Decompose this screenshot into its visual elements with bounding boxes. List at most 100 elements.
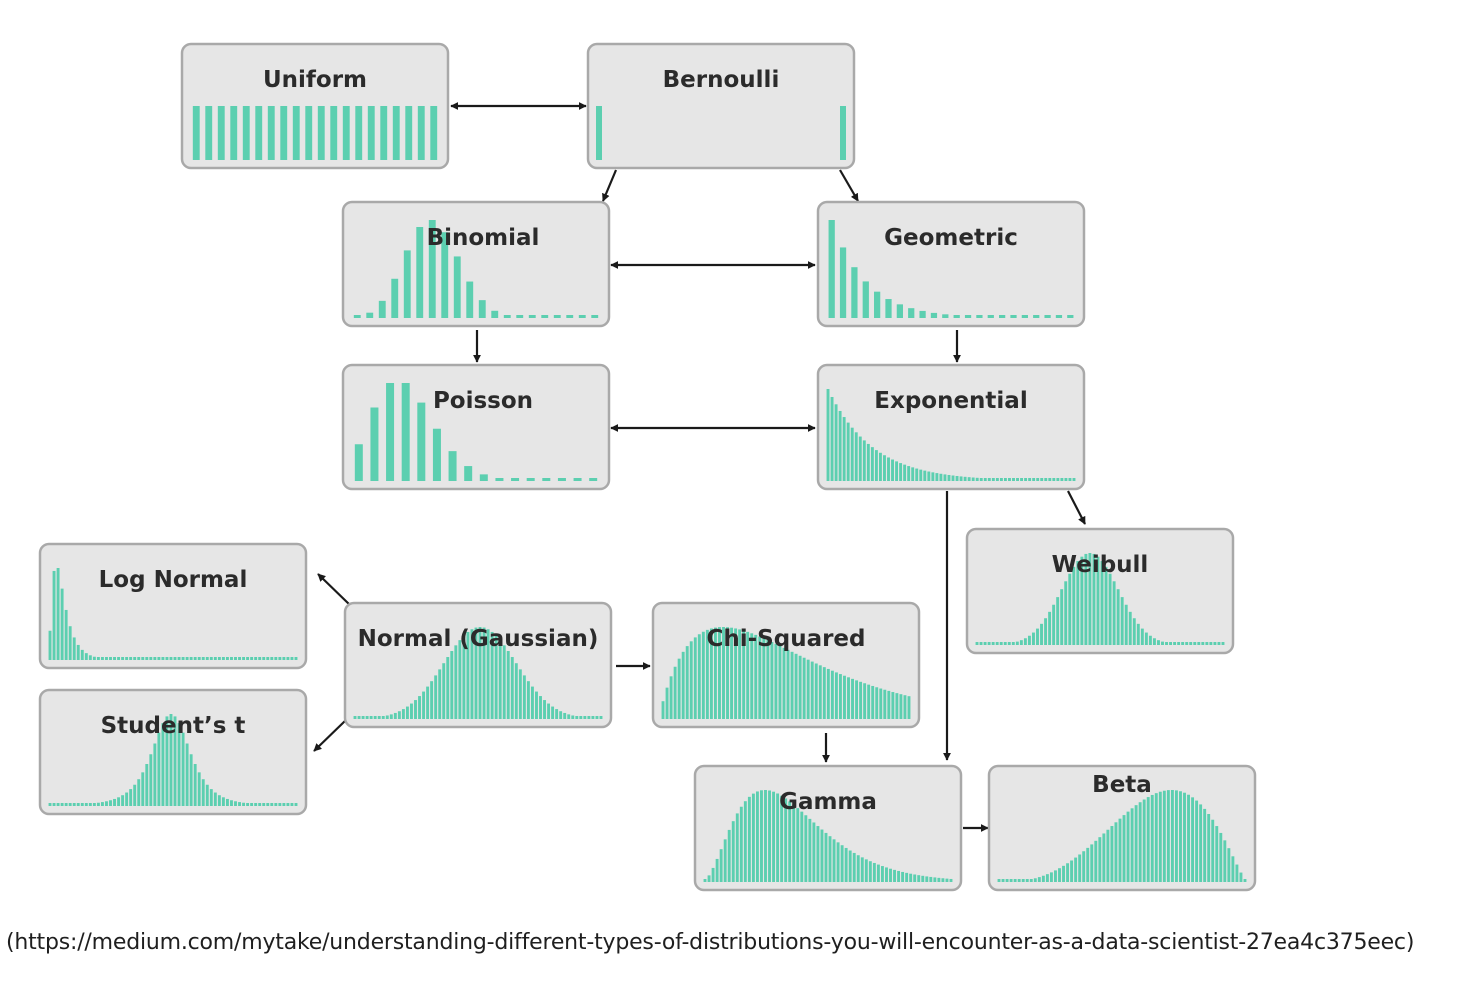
bar (185, 743, 189, 806)
bar (48, 630, 52, 660)
bar (213, 657, 217, 660)
bar (858, 436, 862, 481)
bar (917, 875, 921, 882)
bar (1227, 848, 1231, 882)
bar (975, 477, 979, 481)
bar (1029, 879, 1033, 882)
bar (899, 463, 903, 481)
bar (441, 232, 449, 318)
bar (1072, 566, 1076, 645)
bar (1016, 478, 1019, 481)
bar (883, 455, 886, 481)
bar (258, 657, 262, 660)
bar (955, 475, 959, 481)
bar (1032, 632, 1035, 645)
bar (1013, 879, 1017, 882)
bar (1243, 879, 1247, 882)
bar (292, 106, 300, 160)
bar (430, 106, 438, 160)
bar (778, 645, 782, 719)
bar (587, 716, 591, 719)
bar (1060, 589, 1064, 645)
bar (1231, 856, 1235, 882)
bar (822, 667, 826, 719)
bar (442, 663, 446, 719)
bar (157, 657, 161, 660)
bar (250, 803, 254, 806)
bar (84, 803, 88, 806)
bar (498, 640, 502, 719)
bar (693, 637, 697, 719)
bar (64, 609, 68, 660)
bar (201, 657, 205, 660)
bar (133, 657, 137, 660)
bar (354, 444, 363, 481)
bar (943, 474, 947, 481)
bar (782, 647, 786, 719)
bar (1021, 315, 1028, 318)
bar (976, 315, 983, 318)
bar (217, 106, 225, 160)
bar (453, 256, 461, 318)
bar (796, 808, 800, 882)
bar (290, 803, 294, 806)
bar (177, 657, 181, 660)
bar (840, 845, 844, 882)
bar (832, 839, 836, 882)
bar (1027, 635, 1031, 645)
bar (535, 691, 538, 719)
bar (282, 657, 286, 660)
bar (274, 803, 278, 806)
bar (939, 473, 943, 481)
bar (149, 754, 153, 806)
bar (1001, 879, 1005, 882)
bar (895, 693, 899, 719)
bar (432, 428, 441, 481)
bar (282, 803, 286, 806)
bar (165, 657, 169, 660)
bar (230, 657, 233, 660)
bar (60, 803, 64, 806)
bar (1207, 813, 1211, 882)
bar (867, 684, 871, 719)
bar (661, 701, 665, 719)
node-box-studentst (38, 688, 308, 816)
bar (1193, 642, 1197, 645)
bar (1092, 553, 1096, 645)
bar (800, 811, 804, 882)
bar (528, 315, 536, 318)
bar (72, 637, 76, 660)
bar (205, 784, 209, 806)
bar (353, 716, 357, 719)
bar (1177, 642, 1181, 645)
bar (995, 642, 999, 645)
bar (209, 789, 213, 806)
node-histogram-studentst (48, 714, 298, 806)
bar (1012, 478, 1015, 481)
bar (571, 715, 575, 719)
node-label-poisson: Poisson (433, 388, 533, 414)
bar (874, 450, 878, 481)
node-label-uniform: Uniform (263, 67, 367, 93)
bar (367, 106, 375, 160)
bar (1181, 642, 1185, 645)
bar (893, 869, 896, 882)
bar (1036, 478, 1040, 481)
bar (201, 779, 205, 806)
bar (784, 798, 788, 882)
bar (933, 877, 937, 882)
bar (526, 478, 535, 481)
node-uniform: Uniform (180, 42, 450, 170)
bar (52, 803, 56, 806)
bar (262, 657, 266, 660)
bar (250, 657, 254, 660)
bar (826, 389, 830, 481)
bar (776, 793, 780, 882)
bar (434, 675, 438, 719)
bar (478, 627, 482, 719)
bar (173, 657, 177, 660)
bar (422, 691, 426, 719)
bar (286, 803, 290, 806)
bar (490, 631, 494, 719)
bar (88, 655, 92, 660)
